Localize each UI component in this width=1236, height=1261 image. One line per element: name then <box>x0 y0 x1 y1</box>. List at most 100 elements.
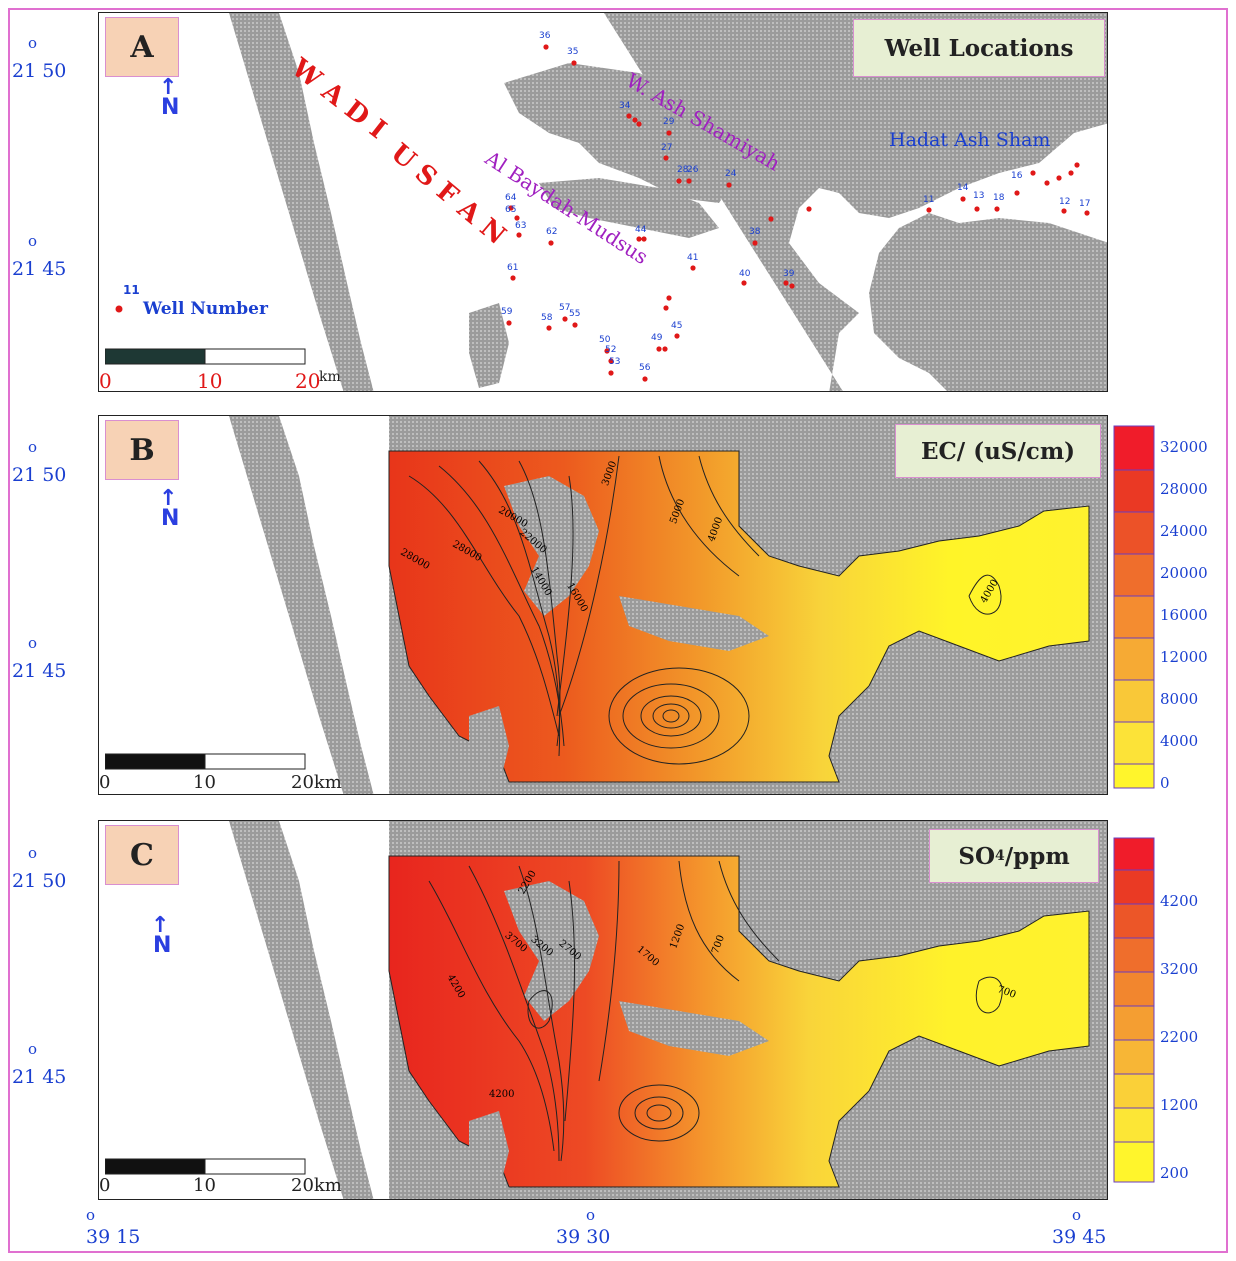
well-label: 53 <box>609 357 621 367</box>
scale-b-0: 0 <box>99 772 111 793</box>
scale-a-unit: km <box>319 369 341 385</box>
panel-b-map <box>229 416 1107 794</box>
well-label: 64 <box>505 193 517 203</box>
figure-frame <box>8 8 1228 1253</box>
lat-value: 21 45 <box>12 258 67 280</box>
degree-symbol: o <box>28 438 38 456</box>
coastal-land-west <box>229 821 374 1199</box>
well-label: 55 <box>569 309 581 319</box>
well-label: 17 <box>1079 199 1091 209</box>
well-label: 62 <box>546 227 558 237</box>
north-arrow-a: ↑ N <box>159 75 179 120</box>
so4-color-scale: 4200 3200 2200 1200 200 <box>1112 836 1232 1192</box>
gray-island-2 <box>619 1001 769 1056</box>
panel-a-map <box>115 13 1107 391</box>
ec-contours <box>408 455 1002 765</box>
coastal-land-west <box>229 13 374 391</box>
well-label: 61 <box>507 263 519 273</box>
degree-symbol: o <box>28 34 38 52</box>
lat-value: 21 50 <box>12 464 67 486</box>
so4-title-subscript: 4 <box>995 848 1005 864</box>
central-land <box>504 63 739 203</box>
well-label: 65 <box>505 205 517 215</box>
coastal-land-west <box>229 416 374 794</box>
so4-title-unit: /ppm <box>1004 842 1070 870</box>
ec-color-bar <box>1113 425 1155 789</box>
lat-value: 21 50 <box>12 870 67 892</box>
ec-tick: 20000 <box>1160 564 1208 582</box>
gray-island-3 <box>469 706 509 791</box>
panel-b-letter: B <box>105 420 179 480</box>
ec-tick: 8000 <box>1160 690 1199 708</box>
so4-title-main: SO <box>958 842 995 870</box>
north-arrow-icon: ↑ <box>151 913 170 938</box>
well-label: 57 <box>559 303 571 313</box>
degree-symbol: o <box>1072 1206 1082 1224</box>
well-label: 28 <box>677 165 689 175</box>
well-label: 52 <box>605 345 617 355</box>
ec-tick: 32000 <box>1160 438 1208 456</box>
well-label: 16 <box>1011 171 1023 181</box>
well-label: 63 <box>515 221 527 231</box>
contour-label: 4200 <box>489 1089 515 1100</box>
well-label: 58 <box>541 313 553 323</box>
degree-symbol: o <box>86 1206 96 1224</box>
panel-c-letter: C <box>105 825 179 885</box>
degree-symbol: o <box>586 1206 596 1224</box>
lat-value: 21 45 <box>12 660 67 682</box>
well-label: 39 <box>783 269 795 279</box>
gray-island <box>504 476 599 616</box>
label-hadat-ash-sham: Hadat Ash Sham <box>889 129 1051 151</box>
gray-island-2 <box>619 596 769 651</box>
so4-contours <box>428 860 1003 1162</box>
scale-b-10: 10 <box>193 772 216 793</box>
so4-tick: 1200 <box>1160 1096 1199 1114</box>
scale-c-20: 20km <box>291 1175 342 1196</box>
scale-a-0: 0 <box>99 369 112 392</box>
well-label: 18 <box>993 193 1005 203</box>
lat-value: 21 45 <box>12 1066 67 1088</box>
scale-c-0: 0 <box>99 1175 111 1196</box>
legend-well-label: Well Number <box>143 299 268 319</box>
north-label: N <box>153 933 172 958</box>
eastern-land <box>604 13 1107 391</box>
panel-b-ec-map: B EC/ (uS/cm) ↑ N 3000 5000 4000 20000 2… <box>98 415 1108 795</box>
well-label: 11 <box>923 195 935 205</box>
panel-c-map <box>229 821 1107 1199</box>
legend-well-number: 11 <box>123 283 140 297</box>
well-label: 29 <box>663 117 675 127</box>
well-label: 24 <box>725 169 737 179</box>
ec-color-scale: 32000 28000 24000 20000 16000 12000 8000… <box>1112 424 1232 794</box>
well-label: 49 <box>651 333 663 343</box>
so4-tick: 3200 <box>1160 960 1199 978</box>
north-label: N <box>161 506 180 531</box>
well-label: 35 <box>567 47 579 57</box>
well-label: 27 <box>661 143 673 153</box>
well-label: 12 <box>1059 197 1071 207</box>
middle-land <box>539 178 719 238</box>
well-label: 38 <box>749 227 761 237</box>
north-arrow-icon: ↑ <box>159 486 178 511</box>
scale-c-10: 10 <box>193 1175 216 1196</box>
panel-a-well-locations: A Well Locations ↑ N W A D I U S F A N W… <box>98 12 1108 392</box>
ec-tick: 28000 <box>1160 480 1208 498</box>
ec-tick: 4000 <box>1160 732 1199 750</box>
lon-value: 39 15 <box>86 1226 141 1248</box>
gray-island-3 <box>469 1111 509 1196</box>
well-label: 59 <box>501 307 513 317</box>
ec-tick: 12000 <box>1160 648 1208 666</box>
lat-value: 21 50 <box>12 60 67 82</box>
scale-bar-c <box>105 1158 306 1175</box>
well-label: 34 <box>619 101 631 111</box>
well-label: 36 <box>539 31 551 41</box>
panel-b-title: EC/ (uS/cm) <box>895 424 1101 478</box>
well-label: 50 <box>599 335 611 345</box>
scale-bar-b <box>105 753 306 770</box>
gray-island <box>504 881 599 1021</box>
north-arrow-b: ↑ N <box>159 486 179 531</box>
well-label: 40 <box>739 269 751 279</box>
north-arrow-icon: ↑ <box>159 75 178 100</box>
so4-tick: 200 <box>1160 1164 1189 1182</box>
scale-a-10: 10 <box>197 369 223 392</box>
